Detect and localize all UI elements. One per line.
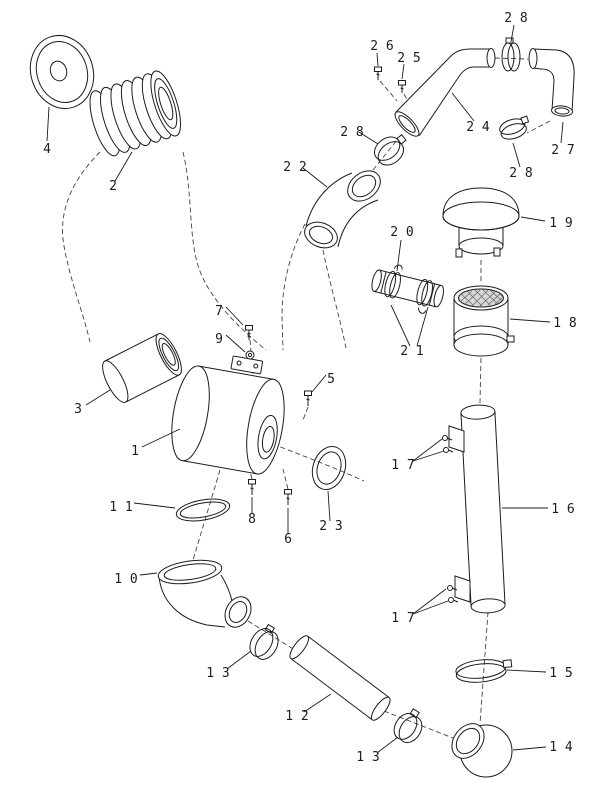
part-label-25: 2 5 xyxy=(397,51,420,66)
assembly-dashed-lines xyxy=(62,57,551,741)
part-label-19: 1 9 xyxy=(549,216,572,231)
part-label-1: 1 xyxy=(131,444,139,459)
mesh-grid xyxy=(458,289,504,307)
part-label-9: 9 xyxy=(215,332,223,347)
part-11-ring xyxy=(175,498,231,522)
part-label-14: 1 4 xyxy=(549,740,573,755)
part-20-hose xyxy=(371,264,444,314)
part-label-5: 5 xyxy=(327,372,335,387)
part-19-rain-cap xyxy=(442,187,520,258)
part-1-air-cleaner-housing xyxy=(171,355,285,475)
part-label-13b: 1 3 xyxy=(356,750,379,765)
part-15-clamp xyxy=(455,659,513,683)
part-label-16: 1 6 xyxy=(551,502,574,517)
bolt-5 xyxy=(304,390,312,406)
part-22-elbow-hose xyxy=(304,170,381,249)
part-label-2: 2 xyxy=(109,179,117,194)
part-label-24: 2 4 xyxy=(466,120,490,135)
part-24-intake-pipe xyxy=(394,48,496,137)
part-28-clamp-lower xyxy=(374,134,407,166)
part-label-11: 1 1 xyxy=(109,500,132,515)
bolt-25 xyxy=(398,80,406,93)
part-13-clamp-lower xyxy=(393,708,423,744)
part-13-clamp-upper xyxy=(249,623,279,660)
part-label-10: 1 0 xyxy=(114,572,137,587)
part-18-mesh-screen xyxy=(453,285,515,357)
part-label-8: 8 xyxy=(248,512,256,527)
part-21-clamp-right xyxy=(416,278,433,314)
part-label-27: 2 7 xyxy=(551,143,574,158)
part-17-bracket-upper xyxy=(442,425,465,453)
part-2-filter-element xyxy=(89,70,182,157)
part-label-13a: 1 3 xyxy=(206,666,229,681)
part-label-28b: 2 8 xyxy=(504,11,527,26)
part-label-28a: 2 8 xyxy=(340,125,363,140)
part-23-seal-ring xyxy=(311,446,347,490)
part-28-clamp-right xyxy=(499,115,530,140)
part-label-15: 1 5 xyxy=(549,666,572,681)
part-label-3: 3 xyxy=(74,402,82,417)
part-label-21: 2 1 xyxy=(400,344,423,359)
part-label-4: 4 xyxy=(43,142,51,157)
part-labels: 4 2 3 1 5 6 7 8 9 1 0 1 1 1 2 1 3 1 3 1 … xyxy=(43,11,577,765)
part-label-18: 1 8 xyxy=(553,316,576,331)
part-17-bracket-lower xyxy=(447,575,471,603)
part-label-22: 2 2 xyxy=(283,160,306,175)
part-27-elbow xyxy=(528,48,575,117)
part-label-26: 2 6 xyxy=(370,39,393,54)
part-10-elbow-duct xyxy=(157,559,252,628)
bolt-6 xyxy=(284,489,292,505)
part-28-clamp-top xyxy=(501,37,521,72)
part-label-28c: 2 8 xyxy=(509,166,532,181)
part-4-cover-disc xyxy=(29,35,95,109)
part-label-6: 6 xyxy=(284,532,292,547)
part-16-pipe xyxy=(460,404,506,614)
washer-9 xyxy=(245,350,255,360)
part-label-7: 7 xyxy=(215,304,223,319)
part-3-inner-filter xyxy=(102,333,182,403)
part-21-clamp-left xyxy=(384,264,403,299)
leader-lines xyxy=(46,24,564,754)
part-12-tube xyxy=(289,635,391,721)
part-label-17a: 1 7 xyxy=(391,458,414,473)
part-label-20: 2 0 xyxy=(390,225,413,240)
part-14-cup xyxy=(451,723,513,778)
part-label-23: 2 3 xyxy=(319,519,342,534)
bolt-26 xyxy=(374,66,382,80)
bolt-8 xyxy=(248,479,256,495)
bolt-7 xyxy=(245,325,253,340)
part-label-12: 1 2 xyxy=(285,709,308,724)
part-label-17b: 1 7 xyxy=(391,611,414,626)
